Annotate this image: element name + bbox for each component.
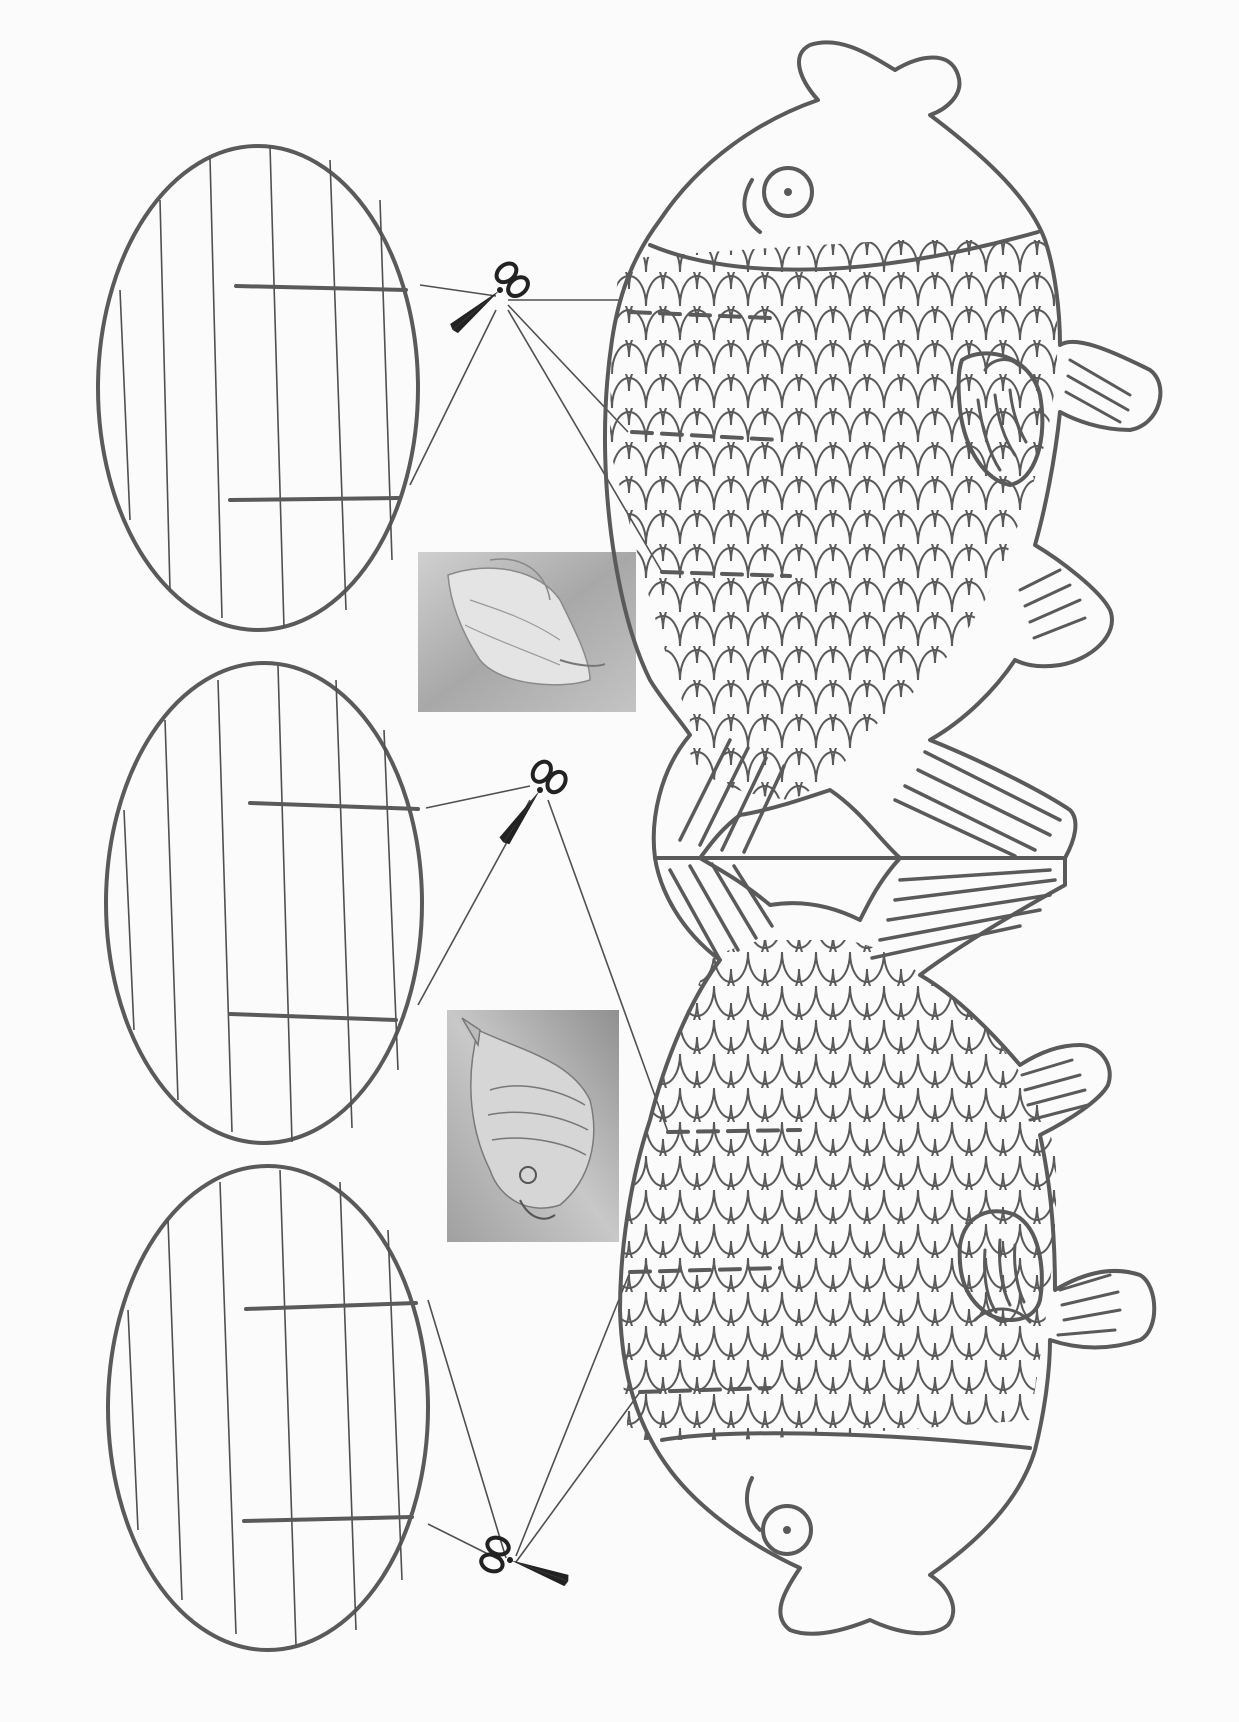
photo-folded-fish-2 — [447, 1010, 619, 1242]
oval-top — [98, 146, 418, 630]
oval-middle — [106, 663, 422, 1143]
fish-lower — [600, 858, 1154, 1634]
fish-upper — [600, 42, 1160, 858]
scissors-icon-middle — [489, 758, 569, 852]
photo-folded-fish-1 — [418, 552, 636, 712]
oval-bottom — [108, 1166, 428, 1650]
scissors-icon-bottom — [479, 1535, 574, 1597]
